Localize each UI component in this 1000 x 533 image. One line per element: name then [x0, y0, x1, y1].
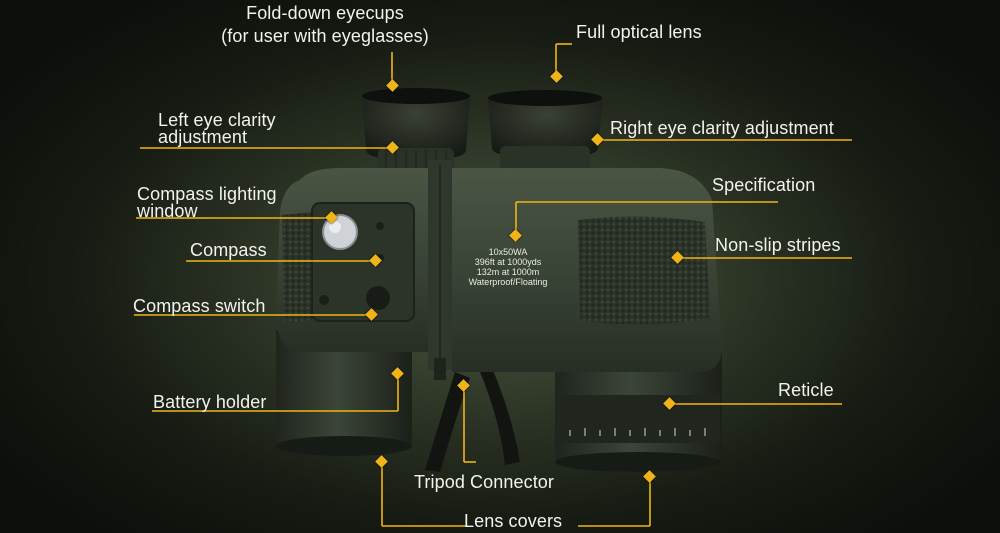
left-eyecup	[362, 88, 470, 176]
label-left-eye-line2: adjustment	[158, 127, 248, 147]
right-eyecup	[488, 90, 603, 176]
neck-strap	[425, 372, 470, 472]
right-grip	[578, 216, 710, 325]
spec-print: 10x50WA 396ft at 1000yds 132m at 1000m W…	[456, 247, 560, 287]
label-left-eye: Left eye clarity adjustment	[158, 110, 276, 147]
label-lens-covers: Lens covers	[464, 511, 563, 531]
label-reticle: Reticle	[778, 380, 834, 400]
label-compass-light-line1: Compass lighting	[137, 184, 277, 204]
spec-line-4: Waterproof/Floating	[468, 277, 548, 287]
leader-lines	[134, 43, 852, 527]
label-eyecups-line1: Fold-down eyecups	[246, 3, 404, 23]
label-compass: Compass	[190, 240, 267, 260]
compass-panel	[311, 202, 415, 322]
label-compass-switch: Compass switch	[133, 296, 266, 316]
label-right-eye: Right eye clarity adjustment	[610, 118, 834, 138]
spec-line-1: 10x50WA	[488, 247, 528, 257]
label-left-eye-line1: Left eye clarity	[158, 110, 276, 130]
right-barrel	[555, 350, 722, 472]
label-compass-light-line2: window	[137, 201, 198, 221]
label-battery-holder: Battery holder	[153, 392, 267, 412]
left-barrel	[276, 330, 412, 456]
label-optical-lens: Full optical lens	[576, 22, 702, 42]
spec-line-3: 132m at 1000m	[476, 267, 540, 277]
label-compass-light: Compass lighting window	[137, 184, 277, 221]
label-eyecups: Fold-down eyecups (for user with eyeglas…	[200, 3, 450, 46]
label-eyecups-line2: (for user with eyeglasses)	[221, 26, 429, 46]
spec-line-2: 396ft at 1000yds	[474, 257, 542, 267]
label-specification: Specification	[712, 175, 816, 195]
label-non-slip: Non-slip stripes	[715, 235, 841, 255]
label-tripod-connector: Tripod Connector	[414, 472, 555, 492]
left-grip	[282, 212, 314, 322]
